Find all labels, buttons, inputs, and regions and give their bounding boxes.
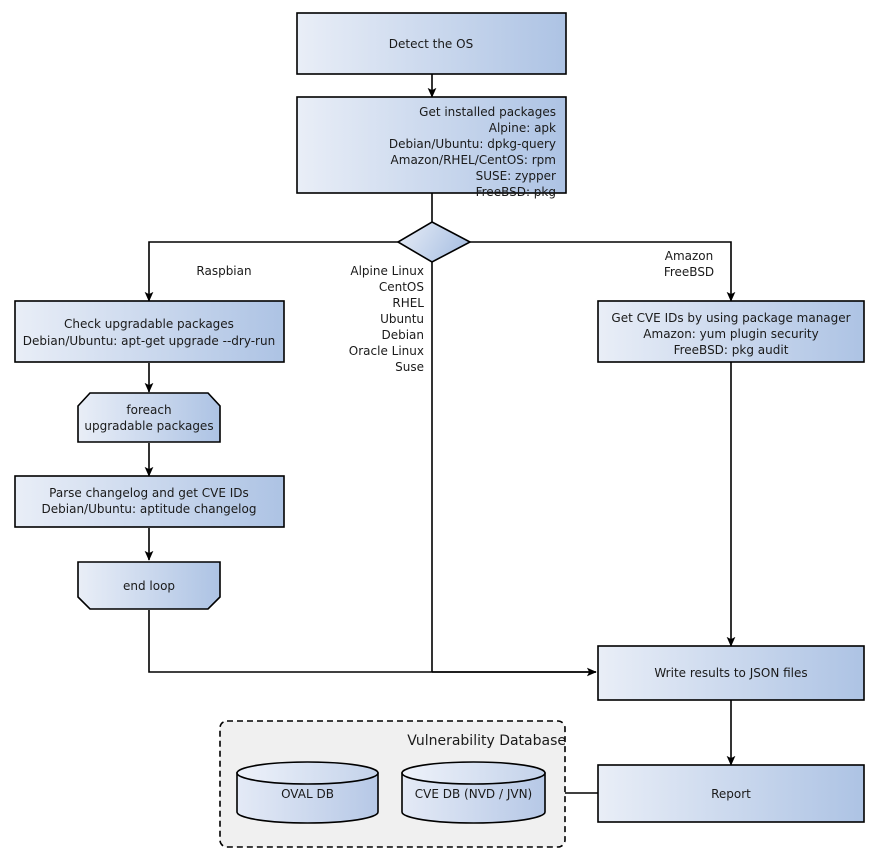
- node-foreach-line-2: upgradable packages: [84, 419, 213, 433]
- edge-endloop-to-write: [148, 610, 597, 677]
- node-cve-db-body[interactable]: [401, 772, 546, 824]
- edge-label-raspbian: Raspbian: [196, 264, 251, 278]
- node-parse-changelog[interactable]: Parse changelog and get CVE IDs Debian/U…: [14, 475, 285, 528]
- node-get-cve-line-1: Get CVE IDs by using package manager: [611, 311, 850, 325]
- node-cve-db[interactable]: CVE DB (NVD / JVN): [401, 761, 546, 824]
- edge-label-freebsd: FreeBSD: [664, 265, 714, 279]
- node-os-decision[interactable]: [396, 221, 472, 263]
- node-get-installed-packages[interactable]: Get installed packages Alpine: apk Debia…: [296, 96, 567, 199]
- node-report-label: Report: [711, 787, 751, 801]
- node-cve-db-top[interactable]: [401, 761, 546, 785]
- node-write-results[interactable]: Write results to JSON files: [597, 645, 865, 701]
- group-vulnerability-database-title: Vulnerability Database: [407, 733, 566, 749]
- node-end-loop-shape[interactable]: [77, 561, 221, 610]
- node-get-cve-package-manager-shape[interactable]: [597, 300, 865, 363]
- node-packages-line-2: Alpine: apk: [489, 121, 556, 135]
- connectors: [144, 74, 736, 794]
- node-report[interactable]: Report: [597, 764, 865, 823]
- node-check-upgradable[interactable]: Check upgradable packages Debian/Ubuntu:…: [14, 300, 285, 363]
- node-packages-line-6: FreeBSD: pkg: [476, 185, 556, 199]
- group-vulnerability-database: Vulnerability Database OVAL DB CVE DB (N…: [219, 720, 566, 848]
- edge-label-ubuntu: Ubuntu: [380, 312, 424, 326]
- node-packages-line-5: SUSE: zypper: [476, 169, 556, 183]
- edge-label-debian: Debian: [381, 328, 424, 342]
- node-check-upgradable-line-1: Check upgradable packages: [64, 317, 234, 331]
- node-packages-line-4: Amazon/RHEL/CentOS: rpm: [391, 153, 556, 167]
- node-detect-os[interactable]: Detect the OS: [296, 12, 567, 75]
- edge-label-middle-branch: Alpine Linux CentOS RHEL Ubuntu Debian O…: [349, 264, 425, 374]
- edge-label-suse: Suse: [395, 360, 424, 374]
- node-write-results-shape[interactable]: [597, 645, 865, 701]
- node-parse-changelog-line-1: Parse changelog and get CVE IDs: [49, 486, 249, 500]
- node-end-loop-label: end loop: [123, 579, 175, 593]
- node-detect-os-shape[interactable]: [296, 12, 567, 75]
- edge-label-rhel: RHEL: [392, 296, 424, 310]
- node-os-decision-shape[interactable]: [396, 221, 472, 263]
- node-oval-db-top[interactable]: [236, 761, 379, 785]
- node-check-upgradable-line-2: Debian/Ubuntu: apt-get upgrade --dry-run: [23, 334, 275, 348]
- edge-decision-right: [470, 241, 736, 302]
- node-foreach-loop-start[interactable]: foreach upgradable packages: [77, 392, 221, 443]
- node-parse-changelog-shape[interactable]: [14, 475, 285, 528]
- edge-label-centos: CentOS: [379, 280, 424, 294]
- node-foreach-line-1: foreach: [126, 403, 171, 417]
- node-cve-db-label: CVE DB (NVD / JVN): [415, 787, 532, 801]
- node-parse-changelog-line-2: Debian/Ubuntu: aptitude changelog: [42, 502, 257, 516]
- node-oval-db-body[interactable]: [236, 772, 379, 824]
- node-foreach-loop-start-shape[interactable]: [77, 392, 221, 443]
- edge-label-alpine-linux: Alpine Linux: [350, 264, 424, 278]
- node-packages-line-3: Debian/Ubuntu: dpkg-query: [389, 137, 556, 151]
- node-get-cve-line-3: FreeBSD: pkg audit: [674, 343, 789, 357]
- node-get-installed-packages-shape[interactable]: [296, 96, 567, 194]
- node-report-shape[interactable]: [597, 764, 865, 823]
- node-packages-line-1: Get installed packages: [419, 105, 556, 119]
- edge-label-right-branch: Amazon FreeBSD: [664, 249, 714, 279]
- edge-decision-left: [144, 241, 398, 302]
- node-detect-os-label: Detect the OS: [389, 37, 473, 51]
- edge-label-amazon: Amazon: [665, 249, 714, 263]
- node-write-results-label: Write results to JSON files: [654, 666, 807, 680]
- node-oval-db-label: OVAL DB: [281, 787, 334, 801]
- node-get-cve-line-2: Amazon: yum plugin security: [643, 327, 818, 341]
- node-get-cve-package-manager[interactable]: Get CVE IDs by using package manager Ama…: [597, 300, 865, 363]
- node-check-upgradable-shape[interactable]: [14, 300, 285, 363]
- edge-label-left-branch: Raspbian: [196, 264, 251, 278]
- node-end-loop[interactable]: end loop: [77, 561, 221, 610]
- node-oval-db[interactable]: OVAL DB: [236, 761, 379, 824]
- edge-label-oracle-linux: Oracle Linux: [349, 344, 424, 358]
